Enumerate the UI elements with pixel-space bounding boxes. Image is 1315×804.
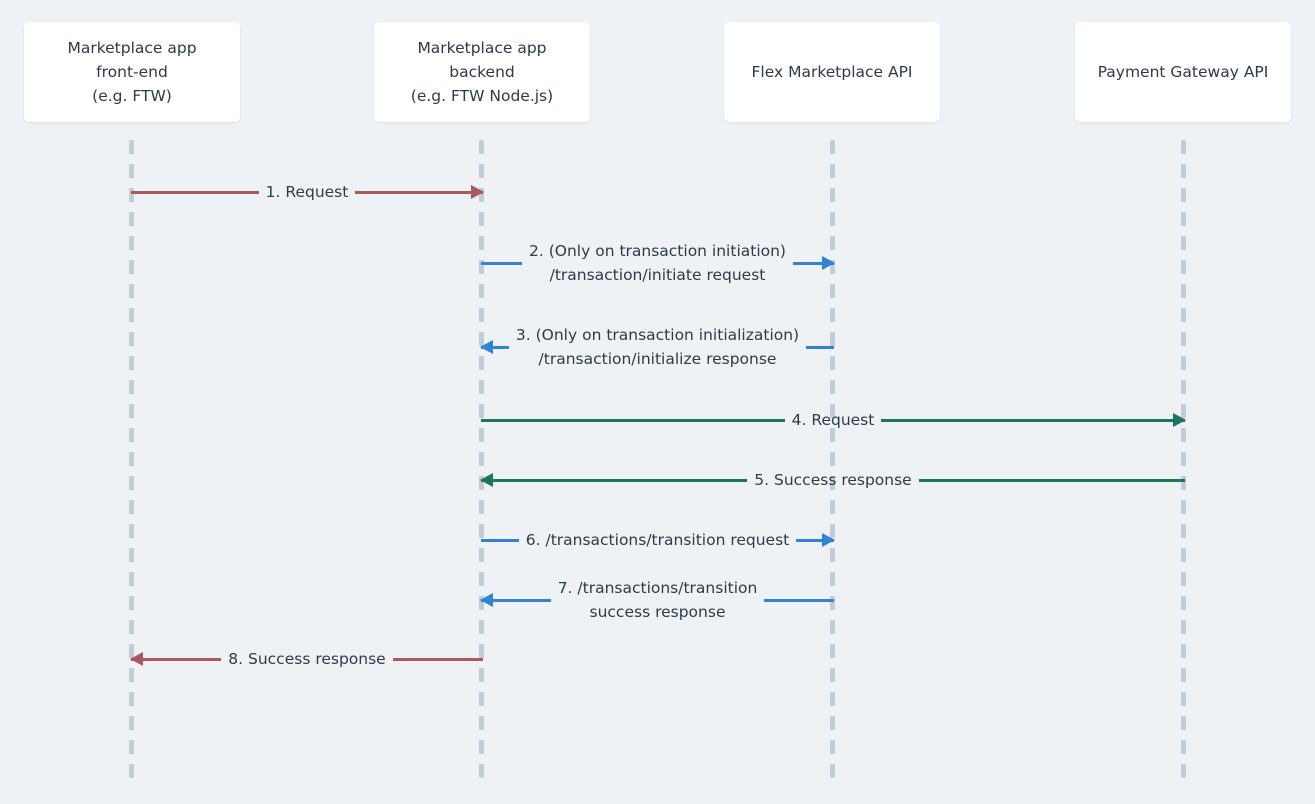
participant-label-backend: Marketplace app backend (e.g. FTW Node.j… xyxy=(410,39,554,105)
message-4-label: 4. Request xyxy=(791,411,875,429)
lifeline-flex-api xyxy=(829,140,835,778)
message-7-line-left xyxy=(480,593,551,607)
arrowhead-left-icon xyxy=(480,340,493,354)
message-4-line-left xyxy=(481,418,785,422)
message-6-label: 6. /transactions/transition request xyxy=(525,531,790,549)
participant-label-flex-api: Flex Marketplace API xyxy=(751,63,913,81)
arrowhead-left-icon xyxy=(480,593,493,607)
message-8-line-right xyxy=(392,657,483,661)
message-2-line-right xyxy=(792,256,835,270)
message-2-line-left xyxy=(481,261,523,265)
participant-box-frontend: Marketplace app front-end (e.g. FTW) xyxy=(24,22,240,122)
lifeline-backend xyxy=(478,140,484,778)
message-6-line-right xyxy=(796,533,835,547)
participant-label-frontend: Marketplace app front-end (e.g. FTW) xyxy=(67,39,197,105)
message-8-line-left xyxy=(130,652,222,666)
message-6-line-left xyxy=(481,538,519,542)
message-5-label: 5. Success response xyxy=(754,471,912,489)
participant-label-payment-gateway: Payment Gateway API xyxy=(1097,63,1269,81)
message-1-line-right xyxy=(355,185,484,199)
arrowhead-left-icon xyxy=(480,473,493,487)
message-3-line-right xyxy=(806,345,834,349)
lifeline-payment-gateway xyxy=(1180,140,1186,778)
arrowhead-left-icon xyxy=(130,652,143,666)
message-3-line-left xyxy=(480,340,509,354)
message-2-label: 2. (Only on transaction initiation) /tra… xyxy=(529,242,786,284)
message-1-line-left xyxy=(131,190,259,194)
message-1-label: 1. Request xyxy=(265,183,349,201)
arrowhead-right-icon xyxy=(471,185,484,199)
message-8: 8. Success response xyxy=(130,647,483,671)
message-6: 6. /transactions/transition request xyxy=(481,528,835,552)
message-5-line-right xyxy=(918,478,1185,482)
message-7-line-right xyxy=(764,598,835,602)
message-1: 1. Request xyxy=(131,180,484,204)
arrowhead-right-icon xyxy=(822,533,835,547)
message-8-label: 8. Success response xyxy=(228,650,386,668)
lifeline-frontend xyxy=(128,140,134,778)
participant-box-backend: Marketplace app backend (e.g. FTW Node.j… xyxy=(374,22,590,122)
message-3: 3. (Only on transaction initialization) … xyxy=(480,323,834,371)
message-2: 2. (Only on transaction initiation) /tra… xyxy=(481,239,835,287)
message-4: 4. Request xyxy=(481,408,1186,432)
message-5: 5. Success response xyxy=(480,468,1185,492)
participant-box-flex-api: Flex Marketplace API xyxy=(724,22,940,122)
message-4-line-right xyxy=(881,413,1186,427)
message-3-label: 3. (Only on transaction initialization) … xyxy=(515,326,800,368)
message-7-label: 7. /transactions/transition success resp… xyxy=(557,579,758,621)
participant-box-payment-gateway: Payment Gateway API xyxy=(1075,22,1291,122)
arrowhead-right-icon xyxy=(822,256,835,270)
message-7: 7. /transactions/transition success resp… xyxy=(480,576,835,624)
arrowhead-right-icon xyxy=(1173,413,1186,427)
message-5-line-left xyxy=(480,473,748,487)
